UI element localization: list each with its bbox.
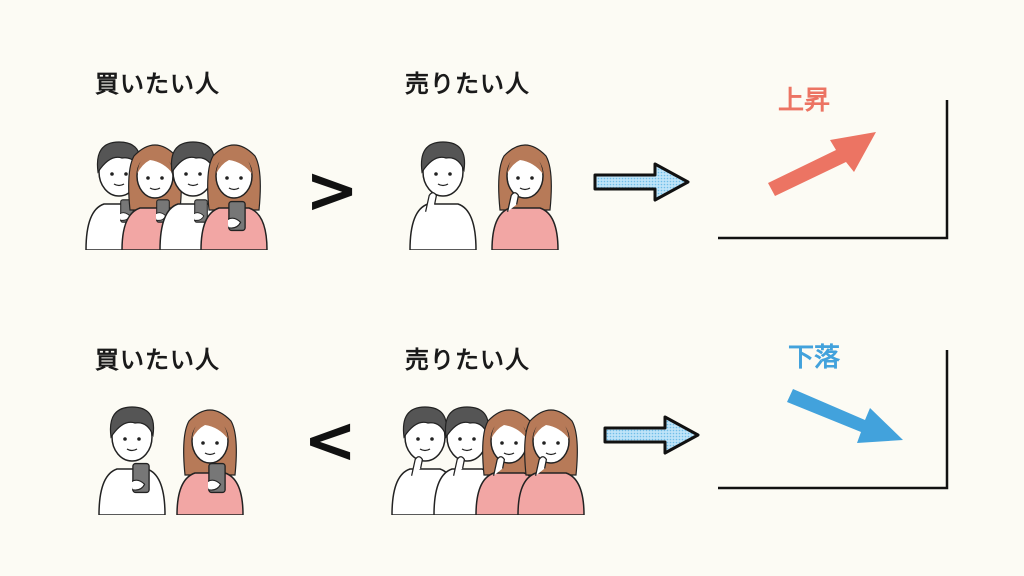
chart-axis xyxy=(718,350,949,490)
phone-icon xyxy=(208,462,226,494)
fall-chart xyxy=(718,350,949,490)
top-buyers-group xyxy=(85,141,268,250)
buyer-woman-icon xyxy=(200,144,268,250)
right-arrow-icon xyxy=(603,415,700,455)
bottom-sellers-label: 売りたい人 xyxy=(405,346,530,374)
less-than-sign: < xyxy=(303,404,357,478)
top-buyers-label: 買いたい人 xyxy=(95,70,220,98)
seller-woman-icon xyxy=(517,409,585,515)
buyer-man-icon xyxy=(98,406,166,515)
top-sellers-label: 売りたい人 xyxy=(405,70,530,98)
down-trend-arrow-icon xyxy=(787,389,903,443)
seller-woman-icon xyxy=(491,144,559,250)
up-trend-arrow-icon xyxy=(768,132,876,196)
right-arrow-icon xyxy=(593,162,690,202)
phone-icon xyxy=(194,199,208,223)
seller-man-icon xyxy=(409,141,477,250)
rise-chart xyxy=(718,100,949,240)
greater-than-sign: > xyxy=(305,154,359,228)
bottom-buyers-group xyxy=(98,406,244,515)
fall-label: 下落 xyxy=(788,343,841,373)
rise-label: 上昇 xyxy=(778,86,831,116)
chart-axis xyxy=(718,100,949,240)
top-sellers-group xyxy=(409,141,559,250)
bottom-buyers-label: 買いたい人 xyxy=(95,346,220,374)
bottom-sellers-group xyxy=(391,406,585,515)
buyer-woman-icon xyxy=(176,409,244,515)
phone-icon xyxy=(228,200,246,232)
phone-icon xyxy=(132,462,150,494)
